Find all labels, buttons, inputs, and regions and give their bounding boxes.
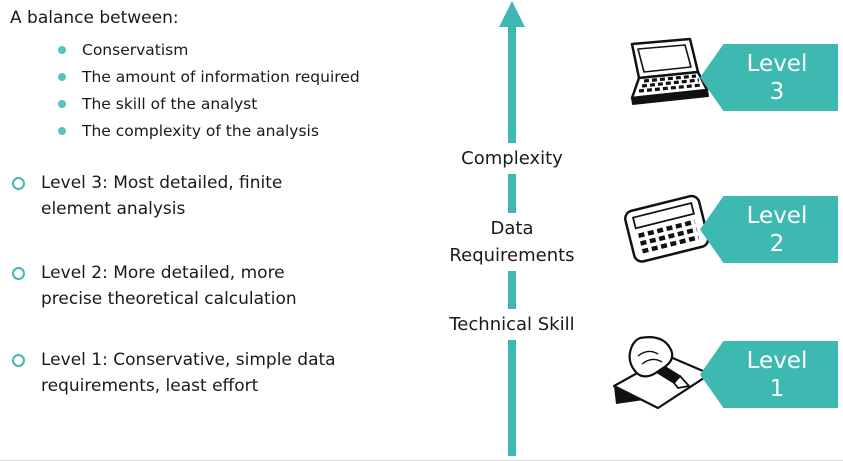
level-text: Level 3: Most detailed, finite element a… <box>41 173 283 219</box>
laptop-icon <box>608 36 712 120</box>
banner-label: Level <box>746 347 808 374</box>
level-3-description: Level 3: Most detailed, finite element a… <box>12 170 441 222</box>
banner-number: 2 <box>769 230 785 257</box>
calculator-icon <box>614 194 718 266</box>
level-2-banner: Level 2 <box>700 196 838 263</box>
circle-bullet-icon <box>12 177 25 190</box>
axis-label-technical-skill: Technical Skill <box>427 309 597 340</box>
circle-bullet-icon <box>12 354 25 367</box>
banner-number: 3 <box>769 78 785 105</box>
bullet-dot-icon <box>58 72 66 81</box>
intro-bullet-list: Conservatism The amount of information r… <box>58 36 360 144</box>
bullet-text: Conservatism <box>82 40 189 59</box>
bullet-text: The amount of information required <box>82 67 360 86</box>
level-1-description: Level 1: Conservative, simple data requi… <box>12 347 441 399</box>
banner-label: Level <box>746 202 808 229</box>
level-2-description: Level 2: More detailed, more precise the… <box>12 260 441 312</box>
level-1-banner: Level 1 <box>700 341 838 408</box>
up-arrow-head-icon <box>499 1 525 27</box>
intro-title: A balance between: <box>10 8 179 28</box>
axis-label-complexity: Complexity <box>427 143 597 174</box>
bullet-dot-icon <box>58 126 66 135</box>
axis-label-data-requirements: Data Requirements <box>427 213 597 271</box>
list-item: The skill of the analyst <box>58 90 360 117</box>
list-item: The complexity of the analysis <box>58 117 360 144</box>
bullet-text: The complexity of the analysis <box>82 121 319 140</box>
bullet-dot-icon <box>58 45 66 54</box>
level-3-banner: Level 3 <box>700 44 838 111</box>
banner-label: Level <box>746 50 808 77</box>
writing-hand-icon <box>610 336 714 412</box>
level-text: Level 2: More detailed, more precise the… <box>41 263 297 309</box>
list-item: The amount of information required <box>58 63 360 90</box>
bullet-dot-icon <box>58 99 66 108</box>
banner-number: 1 <box>769 375 785 402</box>
circle-bullet-icon <box>12 267 25 280</box>
level-text: Level 1: Conservative, simple data requi… <box>41 350 336 396</box>
bullet-text: The skill of the analyst <box>82 94 258 113</box>
list-item: Conservatism <box>58 36 360 63</box>
